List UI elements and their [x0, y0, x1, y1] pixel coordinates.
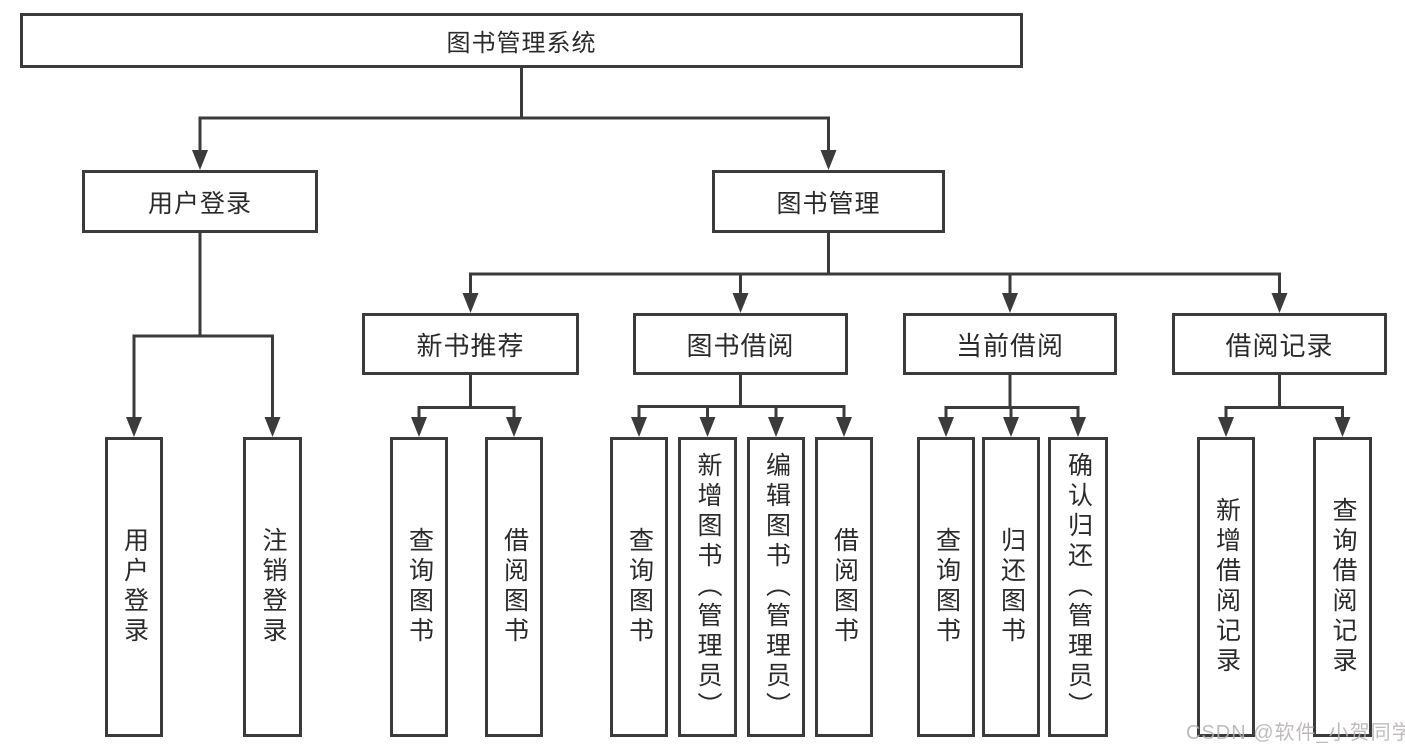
leaf-query-books-newbooks: 查询图书: [390, 437, 448, 737]
leaf-label: 确认归还（管理员）: [1064, 452, 1093, 722]
leaf-edit-books-admin: 编辑图书（管理员）: [747, 437, 805, 737]
node-root-label: 图书管理系统: [446, 30, 597, 57]
node-current-borrow-label: 当前借阅: [955, 330, 1064, 361]
leaf-label: 归还图书: [997, 527, 1026, 647]
leaf-label: 新增借阅记录: [1212, 497, 1241, 677]
leaf-logout: 注销登录: [243, 437, 302, 737]
node-book-mgmt-label: 图书管理: [776, 189, 881, 218]
leaf-label: 借阅图书: [500, 527, 529, 647]
leaf-label: 编辑图书（管理员）: [762, 452, 791, 722]
node-current-borrow: 当前借阅: [903, 313, 1117, 375]
leaf-return-books: 归还图书: [982, 437, 1040, 737]
leaf-label: 查询图书: [932, 527, 961, 647]
leaf-label: 借阅图书: [830, 527, 859, 647]
leaf-query-books-current: 查询图书: [917, 437, 975, 737]
node-book-borrow: 图书借阅: [633, 313, 848, 375]
node-new-books-label: 新书推荐: [416, 330, 525, 361]
node-user-login: 用户登录: [82, 170, 318, 233]
leaf-label: 新增图书（管理员）: [694, 452, 722, 722]
node-borrow-records: 借阅记录: [1172, 313, 1387, 375]
leaf-label: 查询图书: [625, 527, 654, 647]
leaf-add-borrow-record: 新增借阅记录: [1197, 437, 1255, 737]
leaf-label: 查询图书: [405, 527, 434, 647]
watermark-text: CSDN @软件_小贺同学: [1186, 722, 1405, 744]
leaf-user-login: 用户登录: [105, 437, 163, 737]
leaf-borrow-books-borrow: 借阅图书: [815, 437, 873, 737]
leaf-query-borrow-record: 查询借阅记录: [1313, 437, 1372, 737]
node-user-login-label: 用户登录: [147, 189, 252, 218]
node-root: 图书管理系统: [20, 13, 1023, 68]
leaf-add-books-admin: 新增图书（管理员）: [678, 437, 737, 737]
leaf-label: 查询借阅记录: [1329, 497, 1357, 677]
node-book-mgmt: 图书管理: [712, 170, 945, 233]
leaf-query-books-borrow: 查询图书: [610, 437, 668, 737]
leaf-logout-label: 注销登录: [259, 527, 287, 647]
leaf-user-login-label: 用户登录: [120, 527, 149, 647]
node-book-borrow-label: 图书借阅: [686, 330, 795, 361]
node-new-books: 新书推荐: [362, 313, 579, 375]
node-borrow-records-label: 借阅记录: [1225, 330, 1334, 361]
leaf-confirm-return-admin: 确认归还（管理员）: [1048, 437, 1108, 737]
leaf-borrow-books-newbooks: 借阅图书: [485, 437, 543, 737]
